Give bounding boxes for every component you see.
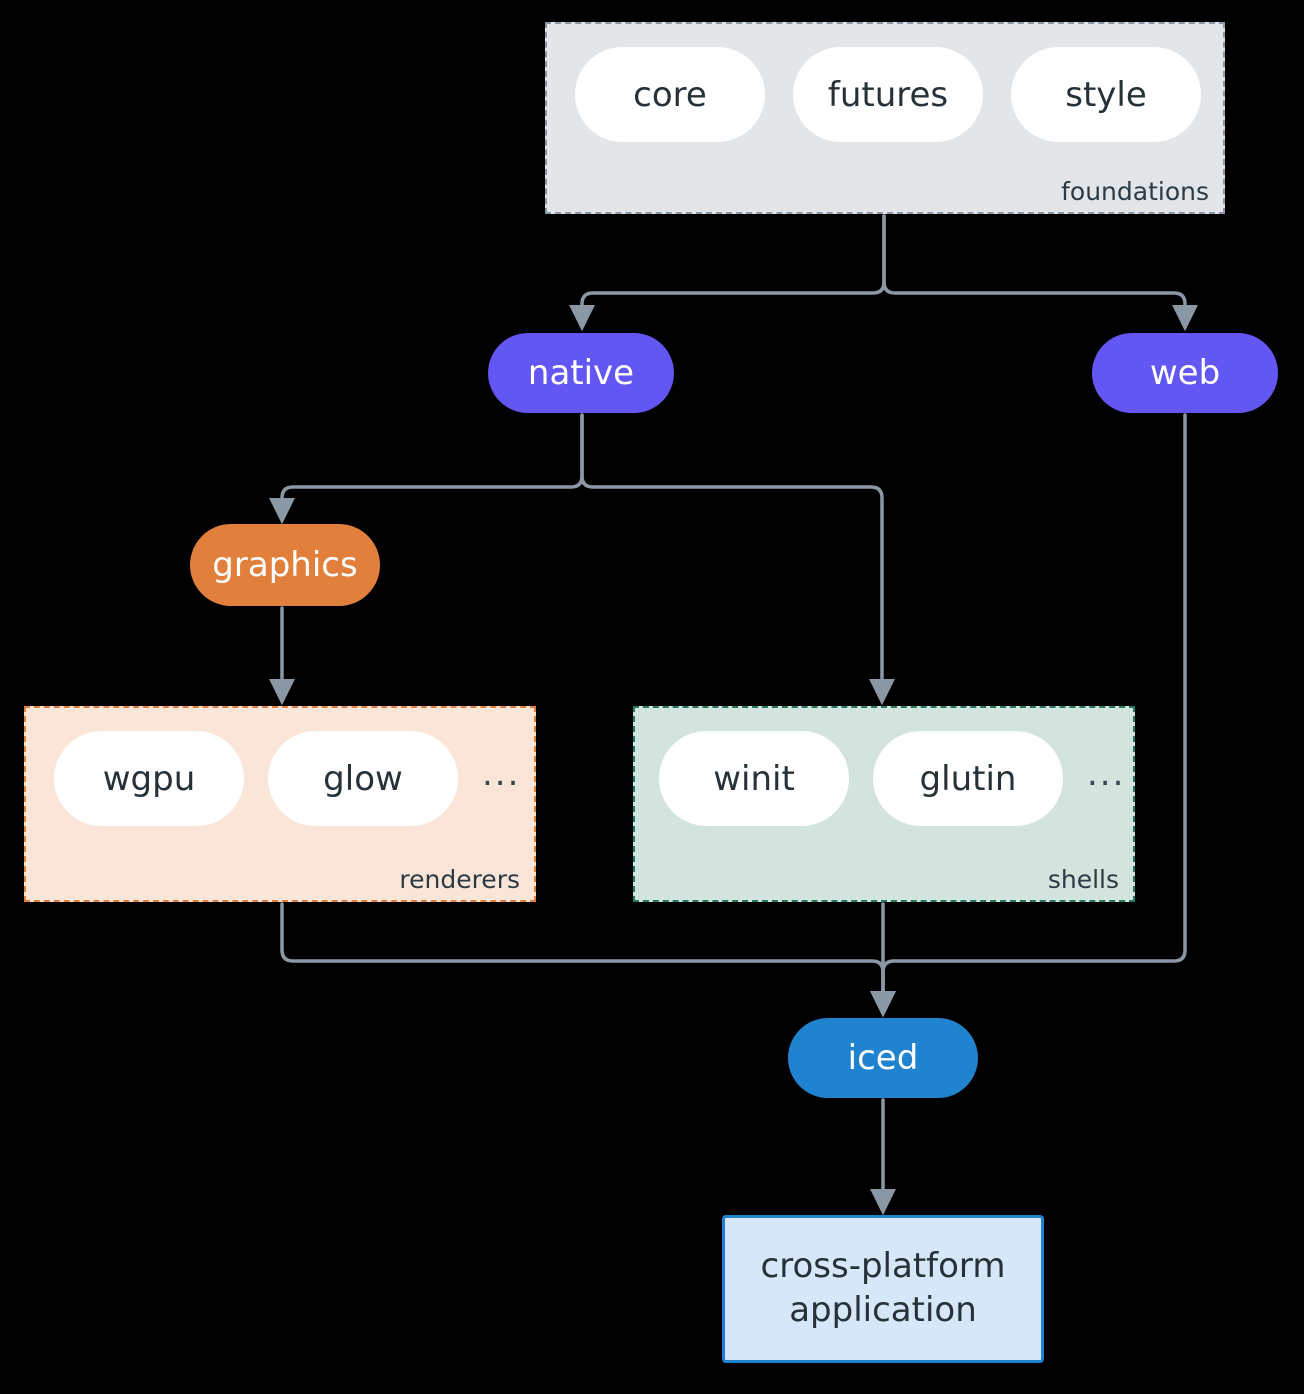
node-wgpu[interactable]: wgpu: [54, 731, 244, 826]
cluster-shells-label: shells: [1047, 865, 1119, 894]
cluster-foundations-items: core futures style: [575, 47, 1201, 142]
node-style[interactable]: style: [1011, 47, 1201, 142]
edge-foundations-native: [569, 214, 886, 332]
shells-ellipsis: ...: [1087, 753, 1126, 794]
node-futures[interactable]: futures: [793, 47, 983, 142]
node-core[interactable]: core: [575, 47, 765, 142]
app-label-line1: cross-platform: [760, 1246, 1006, 1287]
edge-foundations-web: [882, 214, 1198, 332]
node-iced[interactable]: iced: [788, 1018, 978, 1098]
renderers-ellipsis: ...: [482, 753, 521, 794]
cluster-renderers-label: renderers: [399, 865, 520, 894]
cluster-renderers: wgpu glow ... renderers: [24, 706, 536, 902]
edge-native-graphics: [269, 413, 584, 525]
edge-renderers-iced: [280, 902, 896, 1018]
node-cross-platform-application[interactable]: cross-platform application: [722, 1215, 1044, 1363]
app-label-line2: application: [789, 1290, 977, 1330]
node-glutin[interactable]: glutin: [873, 731, 1063, 826]
cluster-shells-items: winit glutin ...: [659, 731, 1125, 826]
cluster-foundations-label: foundations: [1061, 177, 1209, 206]
cluster-renderers-items: wgpu glow ...: [54, 731, 520, 826]
node-winit[interactable]: winit: [659, 731, 849, 826]
edge-native-shells: [580, 413, 895, 706]
node-graphics[interactable]: graphics: [190, 524, 380, 606]
node-web[interactable]: web: [1092, 333, 1278, 413]
cluster-shells: winit glutin ... shells: [633, 706, 1135, 902]
cluster-foundations: core futures style foundations: [545, 22, 1225, 214]
node-glow[interactable]: glow: [268, 731, 458, 826]
node-native[interactable]: native: [488, 333, 674, 413]
